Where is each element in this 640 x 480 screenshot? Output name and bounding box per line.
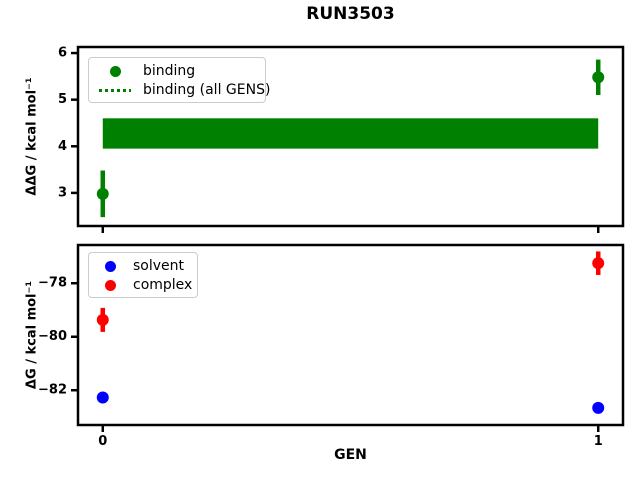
- legend-marker-column: [97, 261, 123, 272]
- complex-point: [592, 257, 605, 270]
- y-axis-label: ΔG / kcal mol⁻¹: [25, 281, 40, 389]
- legend-binding: binding binding (all GENS): [88, 57, 270, 103]
- y-axis-label: ΔΔG / kcal mol⁻¹: [25, 77, 40, 195]
- complex-point: [96, 313, 109, 326]
- legend-item-complex: complex: [97, 276, 193, 295]
- band-binding-all-gens-: [102, 118, 599, 149]
- chart-title: RUN3503: [306, 4, 395, 24]
- binding-point: [592, 71, 605, 84]
- legend-label-complex: complex: [133, 277, 193, 293]
- legend-marker-column: [97, 280, 123, 291]
- binding-dot-icon: [109, 66, 121, 77]
- y-tick-label: 4: [58, 139, 67, 154]
- legend-dg: solvent complex: [88, 252, 198, 298]
- y-tick-label: 5: [58, 92, 67, 107]
- x-tick-label: 1: [594, 434, 603, 449]
- solvent-point: [96, 391, 109, 404]
- complex-dot-icon: [104, 280, 116, 291]
- x-tick-label: 0: [98, 434, 107, 449]
- axes-frame: [76, 243, 625, 427]
- x-axis-label: GEN: [334, 447, 367, 463]
- binding-point: [96, 187, 109, 200]
- legend-label-binding-all-gens: binding (all GENS): [143, 82, 271, 98]
- legend-item-binding: binding: [97, 62, 257, 81]
- legend-marker-column: [97, 89, 133, 92]
- legend-item-solvent: solvent: [97, 257, 189, 276]
- axes-frame: [76, 45, 625, 228]
- y-tick-label: −80: [38, 329, 67, 344]
- y-tick-label: −78: [38, 276, 67, 291]
- y-tick-label: −82: [38, 383, 67, 398]
- solvent-point: [592, 401, 605, 414]
- y-tick-label: 6: [58, 46, 67, 61]
- solvent-dot-icon: [104, 261, 116, 272]
- y-tick-label: 3: [58, 185, 67, 200]
- dotted-line-icon: [99, 89, 131, 92]
- legend-label-solvent: solvent: [133, 258, 185, 274]
- legend-label-binding: binding: [143, 63, 196, 79]
- legend-marker-column: [97, 66, 133, 77]
- legend-item-binding-all-gens: binding (all GENS): [97, 81, 270, 100]
